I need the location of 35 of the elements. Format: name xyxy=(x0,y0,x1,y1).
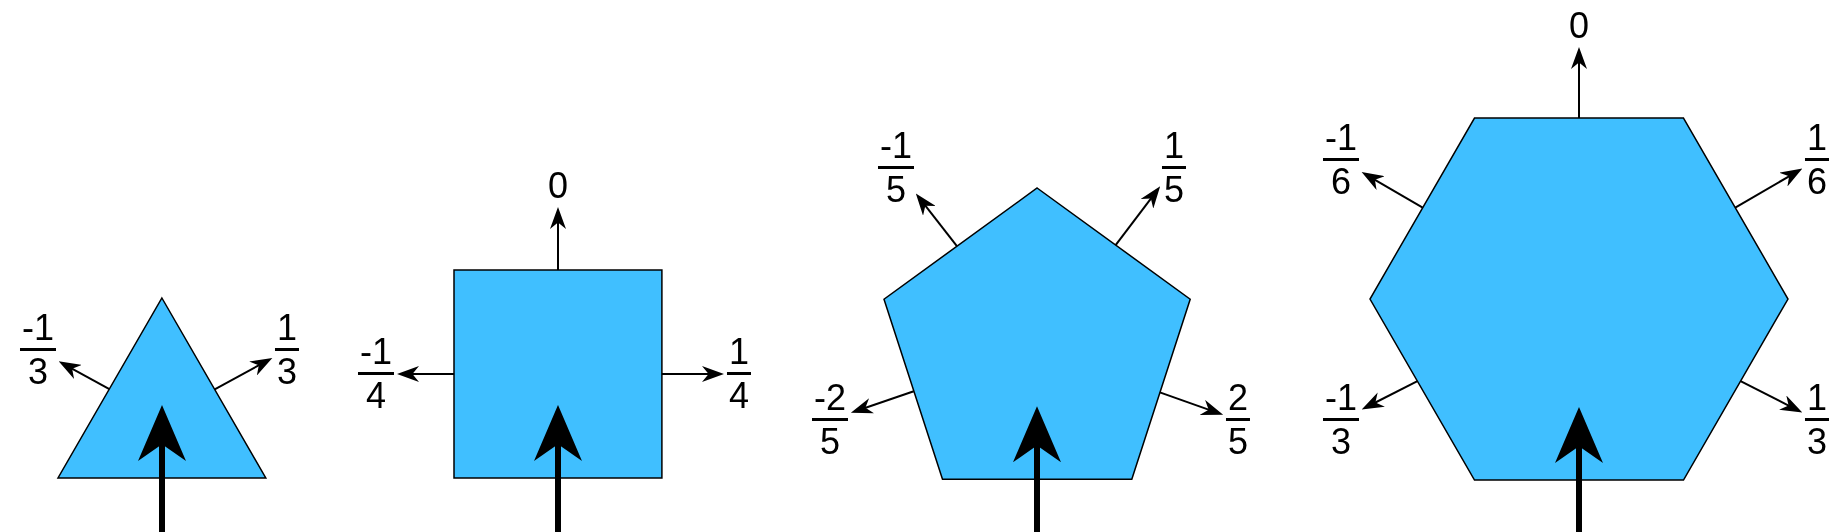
arrow xyxy=(550,207,566,272)
arrow xyxy=(213,357,273,391)
arrow xyxy=(58,361,111,391)
hexagon-shape xyxy=(1370,118,1788,480)
fraction-label: 1 3 xyxy=(1805,380,1829,460)
fraction-label: -1 3 xyxy=(20,310,56,390)
fraction-label: 1 4 xyxy=(727,334,751,414)
arrow xyxy=(1158,391,1224,415)
arrow xyxy=(397,366,456,382)
fraction-label: 1 5 xyxy=(1162,128,1186,208)
fraction-label: -1 4 xyxy=(358,334,394,414)
arrow xyxy=(1571,47,1587,119)
fraction-label: 1 6 xyxy=(1805,120,1829,200)
arrow xyxy=(1013,406,1061,532)
fraction-label: 2 5 xyxy=(1226,380,1250,460)
arrow xyxy=(1361,380,1419,410)
fraction-label: 1 3 xyxy=(275,310,299,390)
arrow xyxy=(660,366,724,382)
arrow xyxy=(915,193,958,248)
fraction-label: -1 3 xyxy=(1323,380,1359,460)
fraction-label: -2 5 xyxy=(812,380,848,460)
arrow xyxy=(1114,186,1161,247)
number-label: 0 xyxy=(1567,8,1591,44)
arrow xyxy=(534,404,582,532)
arrow xyxy=(850,390,915,414)
fraction-label: -1 6 xyxy=(1323,120,1359,200)
box-shape xyxy=(454,270,662,478)
arrow xyxy=(1361,172,1424,209)
fraction-label: -1 5 xyxy=(878,128,914,208)
triangle-shape xyxy=(58,298,266,478)
number-label: 0 xyxy=(546,168,570,204)
arrow xyxy=(1739,380,1803,413)
arrow xyxy=(1555,407,1603,532)
arrow xyxy=(1734,168,1803,209)
arrow xyxy=(138,405,186,532)
